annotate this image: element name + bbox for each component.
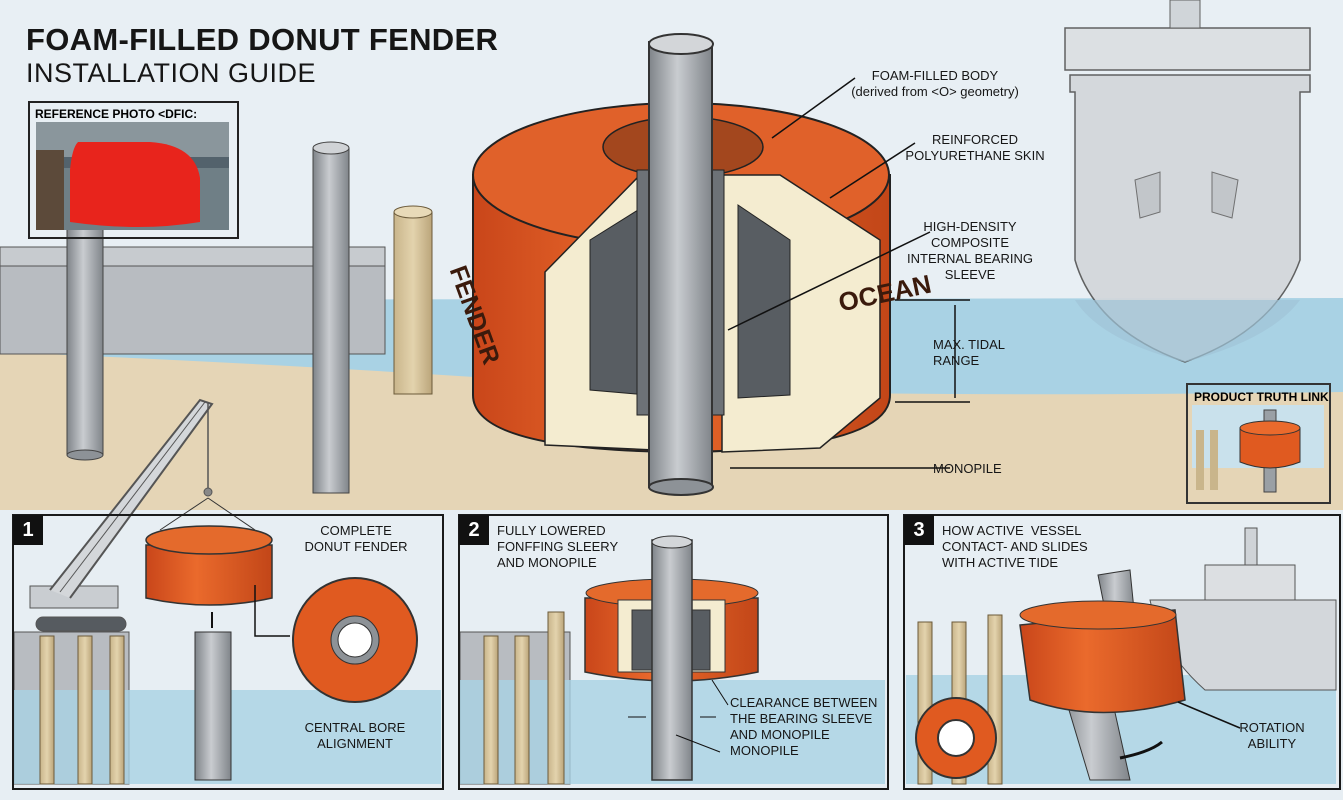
step-2-label-top: FULLY LOWERED FONFFING SLEERY AND MONOPI… [497, 523, 647, 571]
callout-foam-body-title: FOAM-FILLED BODY [871, 68, 999, 83]
step-2-panel: 2 [458, 514, 889, 790]
page-title: FOAM-FILLED DONUT FENDER [26, 22, 499, 57]
callout-foam-body-note: (derived from <O> geometry) [851, 84, 1019, 99]
callout-sleeve: HIGH-DENSITY COMPOSITE INTERNAL BEARING … [905, 219, 1035, 283]
callout-sleeve-line-4: SLEEVE [944, 267, 996, 282]
background-pile-2 [312, 141, 350, 494]
step-3-label-top: HOW ACTIVE VESSEL CONTACT- AND SLIDES WI… [942, 523, 1102, 571]
callout-skin-line-1: REINFORCED [932, 132, 1018, 147]
step-1-top-line-1: COMPLETE [320, 523, 392, 538]
callout-sleeve-line-1: HIGH-DENSITY [923, 219, 1017, 234]
product-truth-link-caption: PRODUCT TRUTH LINK [1194, 390, 1329, 404]
step-3-art [906, 527, 1337, 785]
step-1-label-bottom: CENTRAL BORE ALIGNMENT [290, 720, 420, 752]
ship-bow [1064, 0, 1311, 363]
step-1-top-line-2: DONUT FENDER [304, 539, 408, 554]
step-2-bottom-line-2: THE BEARING SLEEVE [730, 711, 873, 726]
callout-skin-line-2: POLYURETHANE SKIN [905, 148, 1045, 163]
step-2-art [459, 535, 885, 785]
step-2-bottom-line-3: AND MONOPILE [730, 727, 830, 742]
product-truth-link-image [1192, 405, 1324, 495]
step-3-bottom-line-1: ROTATION [1239, 720, 1305, 735]
step-3-label-bottom: ROTATION ABILITY [1232, 720, 1312, 752]
step-2-number: 2 [459, 515, 489, 545]
step-1-bottom-line-1: CENTRAL BORE [304, 720, 406, 735]
step-1-label-top: COMPLETE DONUT FENDER [292, 523, 420, 555]
callout-tidal-line-2: RANGE [933, 353, 980, 368]
callout-monopile: MONOPILE [933, 461, 1002, 476]
callout-sleeve-line-2: COMPOSITE [930, 235, 1009, 250]
step-2-bottom-line-1: CLEARANCE BETWEEN [730, 695, 878, 710]
callout-sleeve-line-3: INTERNAL BEARING [907, 251, 1033, 266]
reference-photo-frame: REFERENCE PHOTO <DFIC: [28, 101, 239, 239]
step-1-bottom-line-2: ALIGNMENT [317, 736, 393, 751]
step-1-number: 1 [13, 515, 43, 545]
step-3-bottom-line-2: ABILITY [1247, 736, 1297, 751]
background-pile-1 [66, 204, 104, 461]
step-2-top-line-1: FULLY LOWERED [497, 523, 606, 538]
reference-photo-image [36, 122, 229, 230]
product-truth-link-box[interactable]: PRODUCT TRUTH LINK [1186, 383, 1331, 504]
timber-pile [393, 205, 433, 395]
step-3-panel: 3 [903, 514, 1341, 790]
reference-photo-caption: REFERENCE PHOTO <DFIC: [35, 107, 198, 121]
step-1-panel: 1 [12, 514, 444, 790]
main-fender-cutaway [472, 33, 891, 496]
callout-skin: REINFORCED POLYURETHANE SKIN [890, 132, 1060, 164]
callout-leaders [727, 77, 970, 469]
step-1-art [13, 497, 441, 785]
step-3-top-line-3: WITH ACTIVE TIDE [942, 555, 1059, 570]
page-subtitle: INSTALLATION GUIDE [26, 58, 317, 88]
step-2-bottom-line-4: MONOPILE [730, 743, 799, 758]
step-2-top-line-3: AND MONOPILE [497, 555, 597, 570]
callout-tidal-range: MAX. TIDAL RANGE [933, 337, 1033, 369]
step-2-top-line-2: FONFFING SLEERY [497, 539, 619, 554]
callout-tidal-line-1: MAX. TIDAL [933, 337, 1006, 352]
step-3-number: 3 [904, 515, 934, 545]
step-3-top-line-2: CONTACT- AND SLIDES [942, 539, 1088, 554]
callout-foam-body: FOAM-FILLED BODY (derived from <O> geome… [840, 68, 1030, 100]
step-2-label-bottom: CLEARANCE BETWEEN THE BEARING SLEEVE AND… [730, 695, 880, 759]
crane [29, 398, 214, 632]
step-3-top-line-1: HOW ACTIVE VESSEL [942, 523, 1082, 538]
